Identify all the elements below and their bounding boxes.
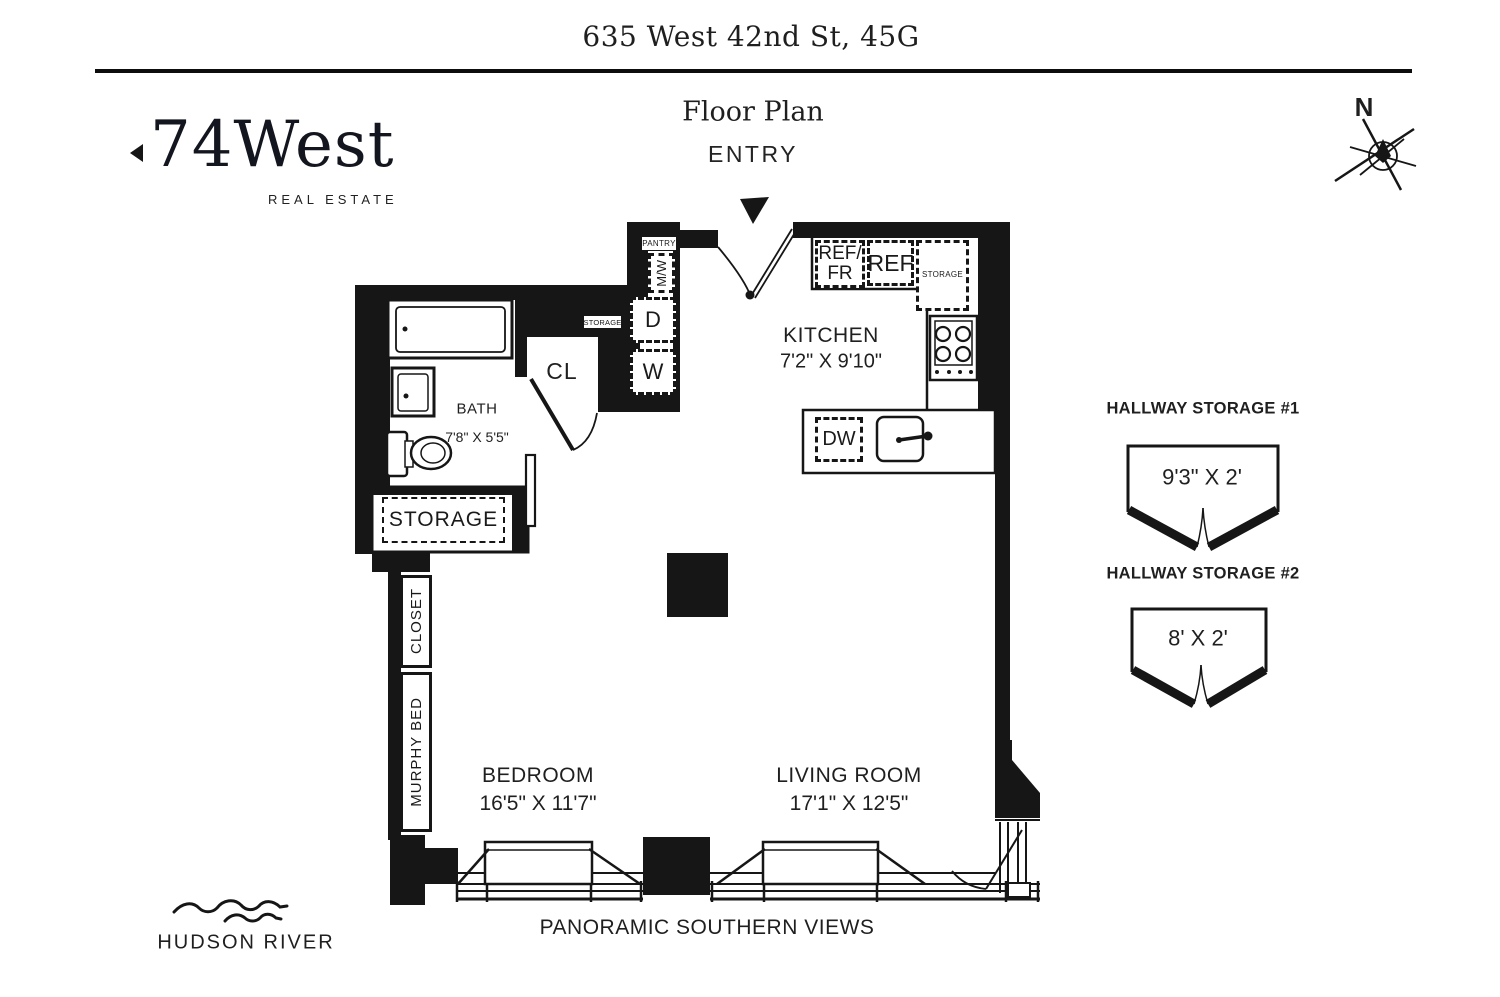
window-units xyxy=(457,840,926,886)
bath-label: BATH xyxy=(456,400,498,418)
panoramic-views-label: PANORAMIC SOUTHERN VIEWS xyxy=(539,915,875,939)
washer-box: W xyxy=(630,349,676,395)
closet-box: CLOSET xyxy=(400,575,432,668)
floor-plan-heading: Floor Plan xyxy=(682,96,824,128)
entry-door xyxy=(717,228,797,299)
stove xyxy=(928,314,979,382)
living-room-label: LIVING ROOM xyxy=(776,763,922,787)
walls xyxy=(355,222,1040,905)
logo-tagline: REAL ESTATE xyxy=(268,192,398,207)
kitchen-counter-edge xyxy=(810,238,929,410)
dishwasher-box: DW xyxy=(815,417,863,462)
compass-north-label: N xyxy=(1354,92,1374,123)
entry-arrow-icon xyxy=(740,197,769,224)
microwave-box: M/W xyxy=(648,253,675,293)
ref-box: REF xyxy=(867,240,914,286)
compass-rose-icon xyxy=(1334,118,1417,191)
pantry-box: PANTRY xyxy=(641,236,677,251)
wall-storage-label: STORAGE xyxy=(583,315,622,329)
hallway-storage-1-label: HALLWAY STORAGE #1 xyxy=(1106,399,1300,418)
hall-wall-stub xyxy=(524,453,537,528)
corner-window-cap xyxy=(1007,882,1031,898)
bedroom-label: BEDROOM xyxy=(481,763,595,787)
header-divider xyxy=(95,69,1412,73)
corner-window xyxy=(951,819,1040,893)
dryer-box: D xyxy=(630,297,676,343)
waves-icon xyxy=(172,899,289,923)
bath-dims: 7'8" X 5'5" xyxy=(445,428,509,445)
bathtub xyxy=(386,298,514,360)
closet-cl-floor xyxy=(527,337,598,412)
bath-sink xyxy=(390,366,436,418)
logo-triangle-icon xyxy=(130,144,143,162)
murphy-bed-box: MURPHY BED xyxy=(400,672,432,832)
kitchen-storage-box: STORAGE xyxy=(916,240,969,311)
hallway-storage-1-shape xyxy=(1126,444,1280,551)
toilet xyxy=(385,430,453,478)
brand-logo: 74West REAL ESTATE xyxy=(120,108,400,212)
kitchen-sink xyxy=(875,415,933,463)
storage-room-box: STORAGE xyxy=(382,497,505,543)
page-title: 635 West 42nd St, 45G xyxy=(582,19,920,53)
hallway-storage-1-dims: 9'3" X 2' xyxy=(1162,464,1242,490)
logo-wordmark: 74West xyxy=(150,108,395,182)
hudson-river-label: HUDSON RIVER xyxy=(157,931,335,954)
hallway-storage-2-shape xyxy=(1130,607,1268,708)
kitchen-dims: 7'2" X 9'10" xyxy=(780,350,882,373)
hallway-storage-2-dims: 8' X 2' xyxy=(1168,625,1228,651)
cl-label: CL xyxy=(546,357,578,384)
cl-door xyxy=(529,377,598,452)
living-room-dims: 17'1" X 12'5" xyxy=(789,791,909,815)
entry-label: ENTRY xyxy=(707,140,799,167)
bedroom-dims: 16'5" X 11'7" xyxy=(479,791,597,815)
hallway-storage-2-label: HALLWAY STORAGE #2 xyxy=(1106,564,1300,583)
ref-fr-box: REF/ FR xyxy=(815,240,865,288)
entry-door-stop xyxy=(745,290,755,300)
kitchen-label: KITCHEN xyxy=(783,323,879,347)
